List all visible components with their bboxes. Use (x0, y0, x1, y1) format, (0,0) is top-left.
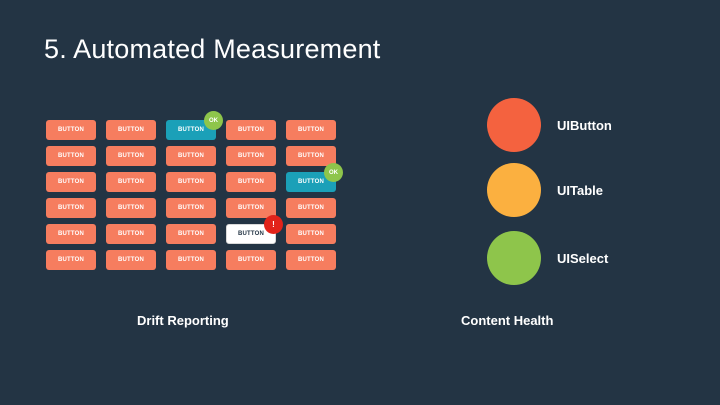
grid-cell: BUTTON (286, 224, 336, 244)
grid-cell: BUTTON (106, 120, 156, 140)
grid-cell: BUTTON (46, 224, 96, 244)
sample-button[interactable]: BUTTON (286, 120, 336, 140)
sample-button[interactable]: BUTTON (106, 224, 156, 244)
sample-button[interactable]: BUTTON (166, 172, 216, 192)
sample-button[interactable]: BUTTON (46, 146, 96, 166)
grid-cell: BUTTON (166, 146, 216, 166)
grid-cell: BUTTON (226, 198, 276, 218)
grid-cell: BUTTON (286, 146, 336, 166)
sample-button[interactable]: BUTTON (46, 250, 96, 270)
sample-button[interactable]: BUTTON (286, 172, 336, 192)
sample-button[interactable]: BUTTON (106, 120, 156, 140)
grid-cell: BUTTON (106, 172, 156, 192)
health-status-circle (487, 231, 541, 285)
grid-cell: BUTTON (166, 250, 216, 270)
sample-button[interactable]: BUTTON (46, 224, 96, 244)
ok-badge: OK (324, 163, 343, 182)
health-component-name: UIButton (557, 117, 612, 133)
grid-cell: BUTTON (106, 198, 156, 218)
sample-button[interactable]: BUTTON (226, 172, 276, 192)
grid-cell: BUTTON (226, 250, 276, 270)
grid-cell: BUTTON (46, 146, 96, 166)
content-health-label: Content Health (461, 313, 554, 328)
grid-cell: BUTTON (286, 120, 336, 140)
grid-cell: BUTTON (106, 224, 156, 244)
grid-cell: BUTTON (106, 146, 156, 166)
sample-button[interactable]: BUTTON (166, 224, 216, 244)
sample-button[interactable]: BUTTON (226, 198, 276, 218)
ok-badge: OK (204, 111, 223, 130)
health-status-circle (487, 163, 541, 217)
grid-cell: BUTTON (286, 250, 336, 270)
sample-button[interactable]: BUTTON (286, 250, 336, 270)
grid-cell: BUTTON! (226, 215, 283, 244)
drift-reporting-label: Drift Reporting (137, 313, 229, 328)
health-item: UIButton (487, 98, 612, 152)
grid-cell: BUTTON (166, 198, 216, 218)
sample-button[interactable]: BUTTON (106, 250, 156, 270)
sample-button[interactable]: BUTTON (46, 120, 96, 140)
sample-button[interactable]: BUTTON (166, 198, 216, 218)
health-component-name: UISelect (557, 250, 609, 266)
sample-button[interactable]: BUTTON (166, 250, 216, 270)
health-component-name: UITable (557, 182, 603, 198)
sample-button[interactable]: BUTTON (226, 224, 276, 244)
health-status-circle (487, 98, 541, 152)
sample-button[interactable]: BUTTON (46, 198, 96, 218)
grid-cell: BUTTON (46, 172, 96, 192)
health-item: UISelect (487, 231, 608, 285)
sample-button[interactable]: BUTTON (226, 146, 276, 166)
sample-button[interactable]: BUTTON (166, 146, 216, 166)
error-badge: ! (264, 215, 283, 234)
grid-cell: BUTTON (286, 198, 336, 218)
grid-cell: BUTTON (226, 146, 276, 166)
sample-button[interactable]: BUTTON (286, 146, 336, 166)
sample-button[interactable]: BUTTON (46, 172, 96, 192)
sample-button[interactable]: BUTTON (226, 250, 276, 270)
sample-button[interactable]: BUTTON (106, 146, 156, 166)
grid-cell: BUTTON (166, 172, 216, 192)
sample-button[interactable]: BUTTON (166, 120, 216, 140)
grid-cell: BUTTON (226, 120, 276, 140)
health-item: UITable (487, 163, 603, 217)
sample-button[interactable]: BUTTON (106, 198, 156, 218)
sample-button[interactable]: BUTTON (286, 224, 336, 244)
sample-button[interactable]: BUTTON (226, 120, 276, 140)
grid-cell: BUTTON (46, 250, 96, 270)
grid-cell: BUTTON (46, 120, 96, 140)
slide-title: 5. Automated Measurement (44, 34, 381, 64)
sample-button[interactable]: BUTTON (286, 198, 336, 218)
sample-button[interactable]: BUTTON (106, 172, 156, 192)
grid-cell: BUTTON (106, 250, 156, 270)
grid-cell: BUTTON (166, 224, 216, 244)
grid-cell: BUTTON (46, 198, 96, 218)
grid-cell: BUTTON (226, 172, 276, 192)
